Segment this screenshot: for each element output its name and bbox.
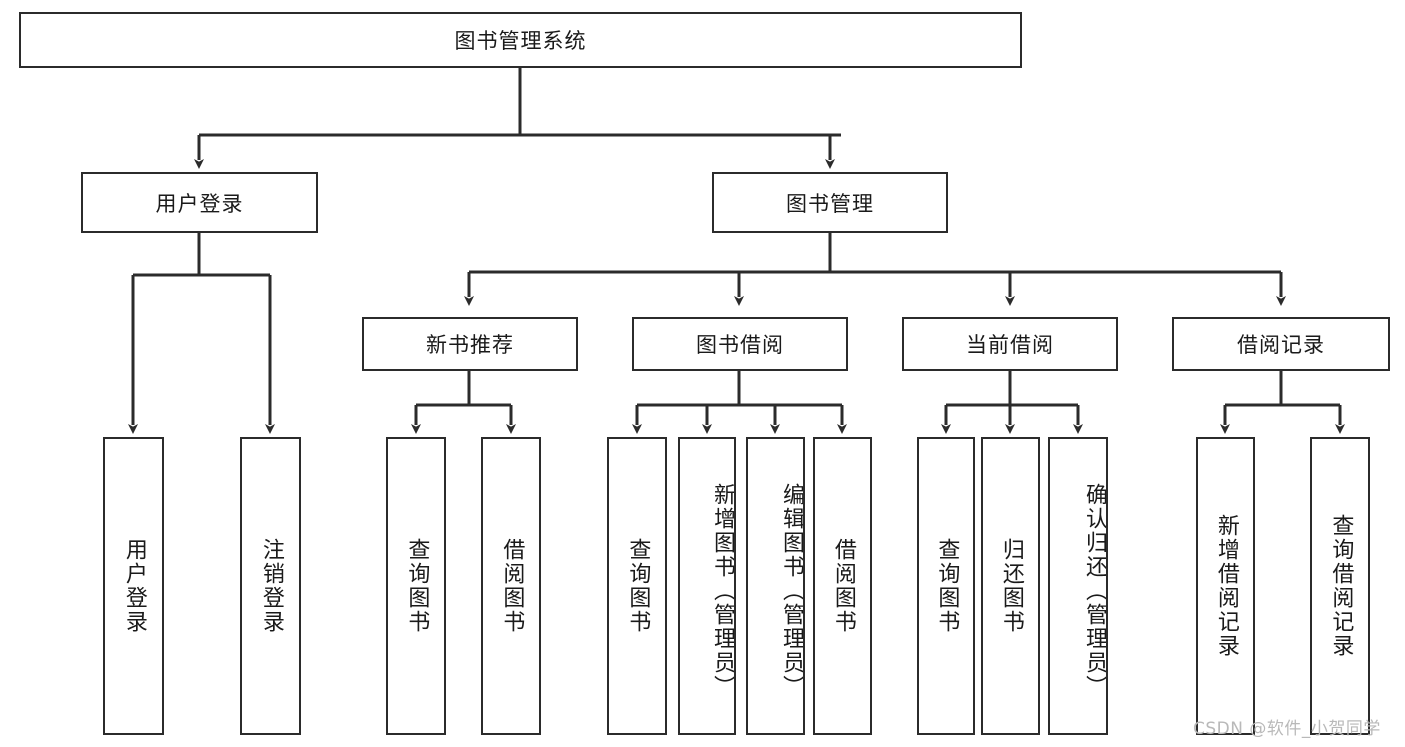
node-root-title-label: 图书管理系统 (454, 29, 587, 53)
node-leaf-query-book-2-label: 查询图书 (625, 538, 651, 634)
node-leaf-query-record-label: 查询借阅记录 (1328, 514, 1354, 658)
node-leaf-add-record[interactable]: 新增借阅记录 (1196, 437, 1255, 735)
node-leaf-borrow-book-2[interactable]: 借阅图书 (813, 437, 872, 735)
node-leaf-query-book-1-label: 查询图书 (404, 538, 430, 634)
node-leaf-user-logout-label: 注销登录 (258, 538, 284, 634)
node-leaf-return-book-label: 归还图书 (998, 538, 1024, 634)
node-leaf-user-logout[interactable]: 注销登录 (240, 437, 301, 735)
node-book-borrow[interactable]: 图书借阅 (632, 317, 848, 371)
node-leaf-add-book[interactable]: 新增图书（管理员） (678, 437, 736, 735)
csdn-watermark: CSDN @软件_小贺同学 (1193, 719, 1381, 739)
node-leaf-user-login-label: 用户登录 (121, 538, 147, 634)
node-borrow-record-label: 借阅记录 (1237, 333, 1325, 357)
node-user-login-label: 用户登录 (155, 191, 244, 216)
node-root-title[interactable]: 图书管理系统 (19, 12, 1022, 68)
node-leaf-edit-book[interactable]: 编辑图书（管理员） (746, 437, 805, 735)
node-user-login[interactable]: 用户登录 (81, 172, 318, 233)
node-leaf-borrow-book-1[interactable]: 借阅图书 (481, 437, 541, 735)
node-leaf-add-record-label: 新增借阅记录 (1213, 514, 1239, 658)
node-leaf-query-book-2[interactable]: 查询图书 (607, 437, 667, 735)
node-leaf-confirm-return[interactable]: 确认归还（管理员） (1048, 437, 1108, 735)
node-book-management[interactable]: 图书管理 (712, 172, 948, 233)
node-leaf-confirm-return-label: 确认归还（管理员） (1082, 483, 1107, 699)
node-borrow-record[interactable]: 借阅记录 (1172, 317, 1390, 371)
node-leaf-query-book-3[interactable]: 查询图书 (917, 437, 975, 735)
node-new-book-recommend-label: 新书推荐 (426, 333, 514, 357)
node-leaf-query-book-1[interactable]: 查询图书 (386, 437, 446, 735)
node-leaf-borrow-book-2-label: 借阅图书 (830, 538, 856, 634)
node-book-management-label: 图书管理 (786, 191, 874, 216)
node-new-book-recommend[interactable]: 新书推荐 (362, 317, 578, 371)
node-book-borrow-label: 图书借阅 (696, 333, 784, 357)
node-leaf-edit-book-label: 编辑图书（管理员） (779, 483, 804, 699)
node-current-borrow[interactable]: 当前借阅 (902, 317, 1118, 371)
node-leaf-query-record[interactable]: 查询借阅记录 (1310, 437, 1370, 735)
node-leaf-borrow-book-1-label: 借阅图书 (499, 538, 525, 634)
node-current-borrow-label: 当前借阅 (966, 333, 1054, 357)
node-leaf-query-book-3-label: 查询图书 (934, 538, 960, 634)
node-leaf-add-book-label: 新增图书（管理员） (710, 483, 735, 699)
node-leaf-return-book[interactable]: 归还图书 (981, 437, 1040, 735)
node-leaf-user-login[interactable]: 用户登录 (103, 437, 164, 735)
